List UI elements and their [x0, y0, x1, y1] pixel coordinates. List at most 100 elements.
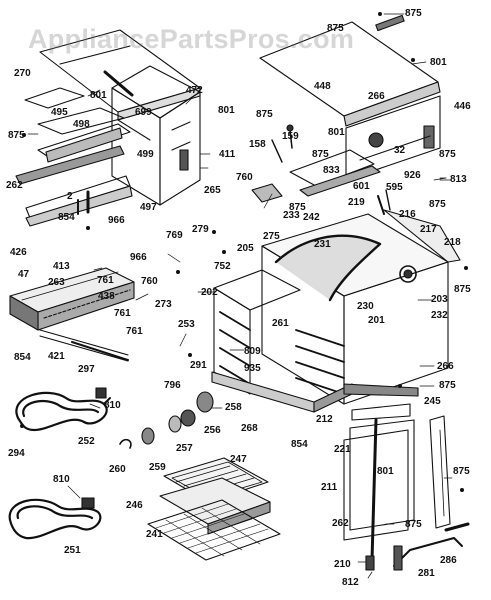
leader-lines: [27, 13, 453, 579]
rear-vent-bracket: [345, 95, 441, 181]
part-label: 212: [316, 414, 333, 425]
broil-element: [8, 497, 102, 540]
part-label: 253: [178, 319, 195, 330]
part-label: 875: [8, 130, 25, 141]
part-label: 257: [176, 443, 193, 454]
part-label: 801: [328, 127, 345, 138]
part-label: 699: [135, 107, 152, 118]
part-label: 219: [348, 197, 365, 208]
part-label: 472: [186, 85, 203, 96]
part-label: 854: [58, 212, 75, 223]
part-label: 438: [98, 291, 115, 302]
side-rack-supports: [213, 269, 345, 395]
part-label: 291: [190, 360, 207, 371]
part-label: 247: [230, 454, 247, 465]
part-label: 499: [137, 149, 154, 160]
part-label: 273: [155, 299, 172, 310]
part-label: 813: [450, 174, 467, 185]
part-label: 252: [78, 436, 95, 447]
part-label: 262: [332, 518, 349, 529]
part-label: 875: [405, 8, 422, 19]
part-label: 875: [405, 519, 422, 530]
part-label: 205: [237, 243, 254, 254]
part-label: 221: [334, 444, 351, 455]
oven-rack: [147, 499, 281, 561]
part-label: 801: [377, 466, 394, 477]
part-label: 875: [312, 149, 329, 160]
part-label: 241: [146, 529, 163, 540]
part-label: 260: [109, 464, 126, 475]
part-label: 259: [149, 462, 166, 473]
part-label: 47: [18, 269, 30, 280]
part-label: 286: [440, 555, 457, 566]
part-label: 251: [64, 545, 81, 556]
oven-cavity: [261, 189, 461, 405]
left-trim-strips: [15, 87, 133, 227]
bake-element: [15, 387, 111, 432]
part-label: 202: [201, 287, 218, 298]
part-label: 595: [386, 182, 403, 193]
top-right-panel: [259, 14, 441, 127]
part-label: 2: [67, 191, 73, 202]
part-label: 159: [282, 131, 299, 142]
control-panel-bar: [9, 267, 135, 362]
part-label: 210: [334, 559, 351, 570]
part-label: 966: [108, 215, 125, 226]
part-label: 256: [204, 425, 221, 436]
part-label: 217: [420, 224, 437, 235]
watermark-text: AppliancePartsPros.com: [28, 24, 355, 54]
part-label: 281: [418, 568, 435, 579]
part-label: 760: [141, 276, 158, 287]
part-label: 809: [244, 346, 261, 357]
part-label: 875: [429, 199, 446, 210]
part-label: 231: [314, 239, 331, 250]
part-label: 294: [8, 448, 25, 459]
part-label: 262: [6, 180, 23, 191]
part-label: 275: [263, 231, 280, 242]
part-label: 265: [204, 185, 221, 196]
part-label: 812: [342, 577, 359, 588]
part-label: 446: [454, 101, 471, 112]
part-label: 935: [244, 363, 261, 374]
part-label: 218: [444, 237, 461, 248]
part-label: 268: [241, 423, 258, 434]
part-label: 230: [357, 301, 374, 312]
part-label: 875: [439, 380, 456, 391]
part-label: 498: [73, 119, 90, 130]
part-label: 266: [368, 91, 385, 102]
part-label: 926: [404, 170, 421, 181]
control-knobs: [119, 391, 214, 449]
part-label: 448: [314, 81, 331, 92]
part-label: 258: [225, 402, 242, 413]
part-label: 158: [249, 139, 266, 150]
part-label: 216: [399, 209, 416, 220]
part-label: 203: [431, 294, 448, 305]
part-label: 801: [430, 57, 447, 68]
part-label: 245: [424, 396, 441, 407]
part-label: 875: [327, 23, 344, 34]
part-label: 854: [14, 352, 31, 363]
part-label: 810: [104, 400, 121, 411]
part-label: 601: [353, 181, 370, 192]
part-label: 421: [48, 351, 65, 362]
part-label: 426: [10, 247, 27, 258]
left-housing-box: [111, 65, 201, 206]
part-label: 246: [126, 500, 143, 511]
part-label: 875: [454, 284, 471, 295]
part-label: 769: [166, 230, 183, 241]
part-label: 232: [431, 310, 448, 321]
part-label: 411: [219, 149, 236, 160]
part-label: 875: [439, 149, 456, 160]
vent-assembly: [251, 124, 381, 203]
part-label: 413: [53, 261, 70, 272]
part-label: 761: [126, 326, 143, 337]
part-label: 752: [214, 261, 231, 272]
part-label: 32: [394, 145, 406, 156]
part-label: 801: [218, 105, 235, 116]
part-label: 242: [303, 212, 320, 223]
upper-left-cover-panel: [39, 29, 201, 121]
part-label: 760: [236, 172, 253, 183]
part-label: 854: [291, 439, 308, 450]
part-label: 297: [78, 364, 95, 375]
